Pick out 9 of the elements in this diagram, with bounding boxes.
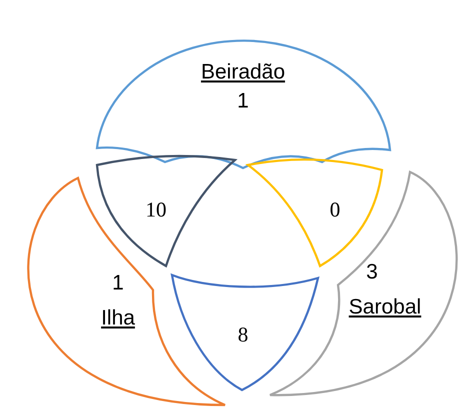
- count-number: 0: [330, 200, 340, 220]
- region-name: Sarobal: [348, 296, 422, 318]
- region-name: Beiradão: [200, 62, 286, 82]
- count-number: 3: [366, 262, 378, 282]
- count-number: 10: [146, 200, 166, 220]
- count-number: 1: [112, 272, 124, 294]
- count-number: 1: [237, 90, 249, 112]
- region-name: Ilha: [101, 308, 135, 328]
- count-number: 8: [238, 324, 248, 346]
